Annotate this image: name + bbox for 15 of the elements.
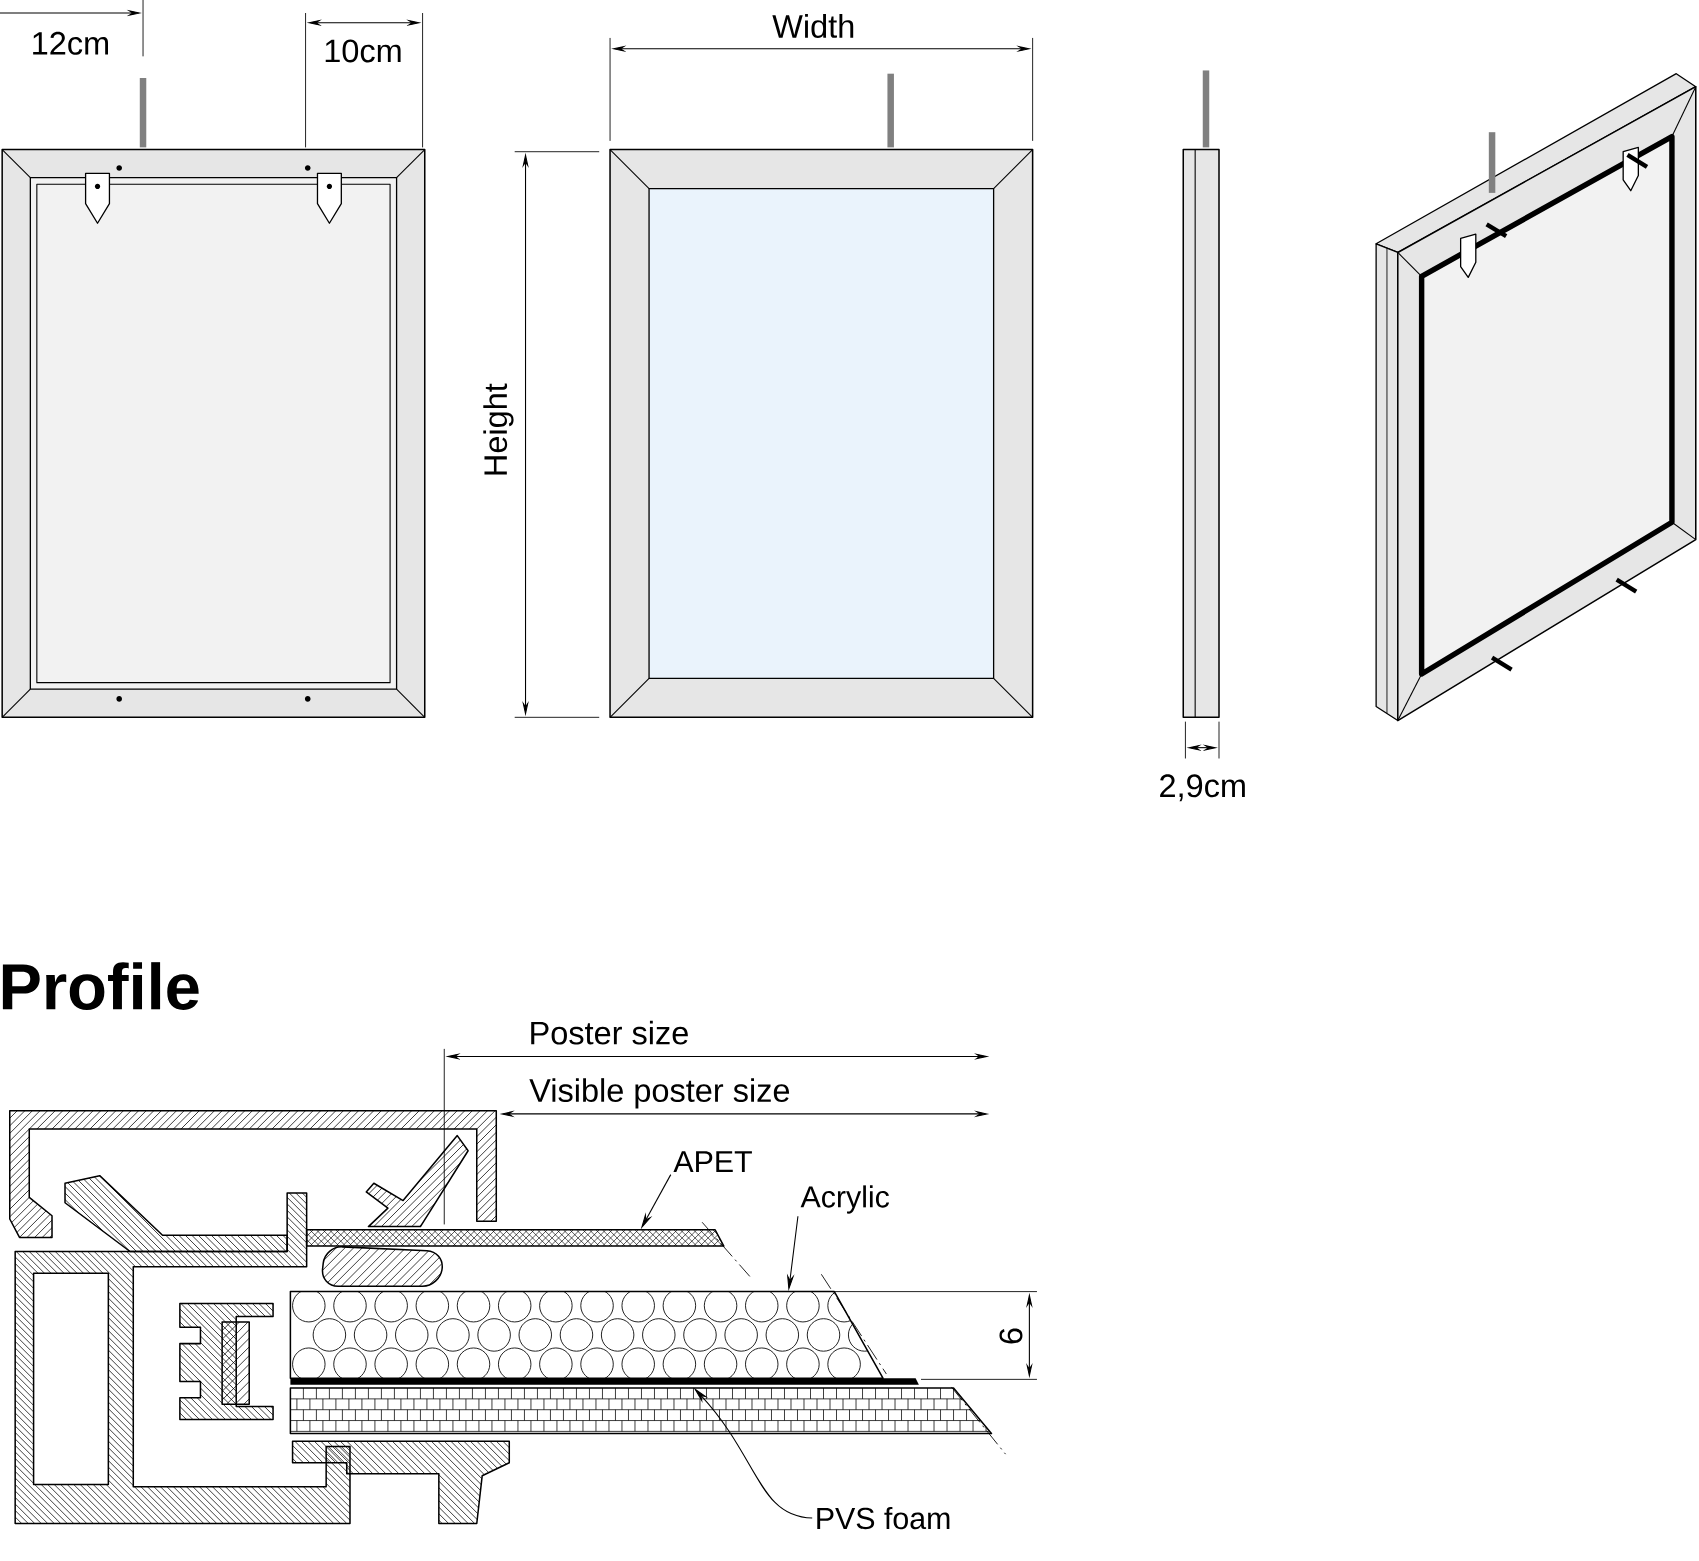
layer-label: APET — [673, 1150, 752, 1172]
dimension-label: Poster size — [531, 1020, 688, 1045]
dimension-label: Visible poster size — [529, 1078, 790, 1109]
layer-section — [305, 1228, 725, 1247]
dimension-label: 10cm — [325, 39, 401, 63]
layer-label: Acrylic — [800, 1185, 890, 1214]
section-heading: Profile — [2, 962, 199, 1010]
dimension-label: 6 — [999, 1328, 1023, 1344]
dimension-label: Height — [483, 383, 514, 475]
dimension-label: Width — [772, 13, 854, 38]
dimension-label: 2,9cm — [1160, 774, 1245, 801]
layer-section — [289, 1387, 993, 1435]
dimension-label: 12cm — [33, 31, 108, 55]
layer-section — [289, 1290, 884, 1379]
layer-label: PVS foam — [817, 1506, 950, 1529]
